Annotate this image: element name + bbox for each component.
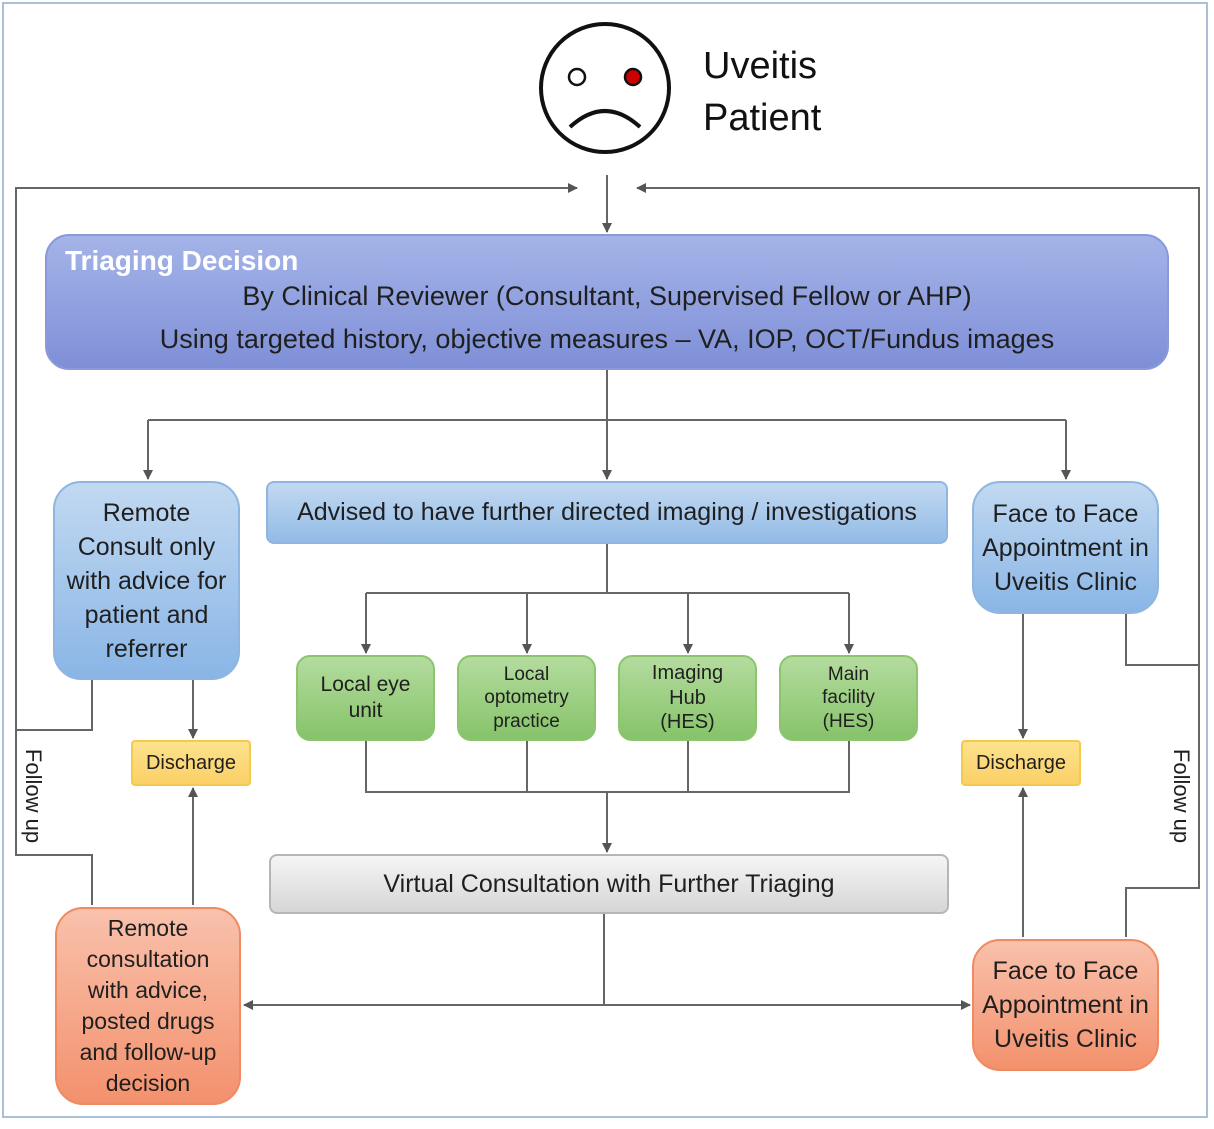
face-to-face-top-label: Face to Face Appointment in Uveitis Clin… xyxy=(982,499,1149,596)
triaging-decision-box: Triaging Decision By Clinical Reviewer (… xyxy=(45,234,1169,370)
discharge-left-box: Discharge xyxy=(131,740,251,786)
follow-up-left-label: Follow up xyxy=(21,748,46,844)
connector-right-followup-loop xyxy=(636,183,1200,937)
virtual-consultation-label: Virtual Consultation with Further Triagi… xyxy=(383,869,835,898)
imaging-advice-label: Advised to have further directed imaging… xyxy=(297,498,917,527)
connector-merge-bar xyxy=(365,741,850,793)
local-optometry-box: Local optometry practice xyxy=(457,655,596,741)
remote-consult-only-box: Remote Consult only with advice for pati… xyxy=(53,481,240,680)
imaging-advice-box: Advised to have further directed imaging… xyxy=(266,481,948,544)
discharge-right-box: Discharge xyxy=(961,740,1081,786)
follow-up-right-label: Follow up xyxy=(1169,748,1194,844)
face-to-face-bottom-box: Face to Face Appointment in Uveitis Clin… xyxy=(972,939,1159,1071)
connector-left-followup-loop xyxy=(15,183,578,905)
main-facility-box: Main facility (HES) xyxy=(779,655,918,741)
discharge-left-label: Discharge xyxy=(145,751,237,774)
discharge-right-label: Discharge xyxy=(975,751,1067,774)
triage-line1: By Clinical Reviewer (Consultant, Superv… xyxy=(242,281,972,312)
local-eye-unit-label: Local eye unit xyxy=(320,673,411,722)
local-eye-unit-box: Local eye unit xyxy=(296,655,435,741)
virtual-consultation-box: Virtual Consultation with Further Triagi… xyxy=(269,854,949,914)
sad-face-icon xyxy=(539,22,671,154)
patient-title: Uveitis Patient xyxy=(703,40,821,144)
face-to-face-bottom-label: Face to Face Appointment in Uveitis Clin… xyxy=(982,957,1149,1053)
patient-title-line2: Patient xyxy=(703,97,822,139)
remote-consult-only-label: Remote Consult only with advice for pati… xyxy=(66,498,227,663)
triage-line2: Using targeted history, objective measur… xyxy=(159,324,1055,355)
triage-heading: Triaging Decision xyxy=(65,245,299,276)
connector-face-top-to-loop xyxy=(1125,614,1199,666)
imaging-hub-label: Imaging Hub (HES) xyxy=(651,662,724,734)
remote-consultation-bottom-label: Remote consultation with advice, posted … xyxy=(79,915,217,1096)
face-to-face-top-box: Face to Face Appointment in Uveitis Clin… xyxy=(972,481,1159,614)
patient-title-line1: Uveitis xyxy=(703,45,818,87)
imaging-hub-box: Imaging Hub (HES) xyxy=(618,655,757,741)
local-optometry-label: Local optometry practice xyxy=(484,664,569,732)
remote-consultation-bottom-box: Remote consultation with advice, posted … xyxy=(55,907,241,1105)
connector-remote-consult-to-loop xyxy=(16,680,93,731)
main-facility-label: Main facility (HES) xyxy=(822,664,875,732)
